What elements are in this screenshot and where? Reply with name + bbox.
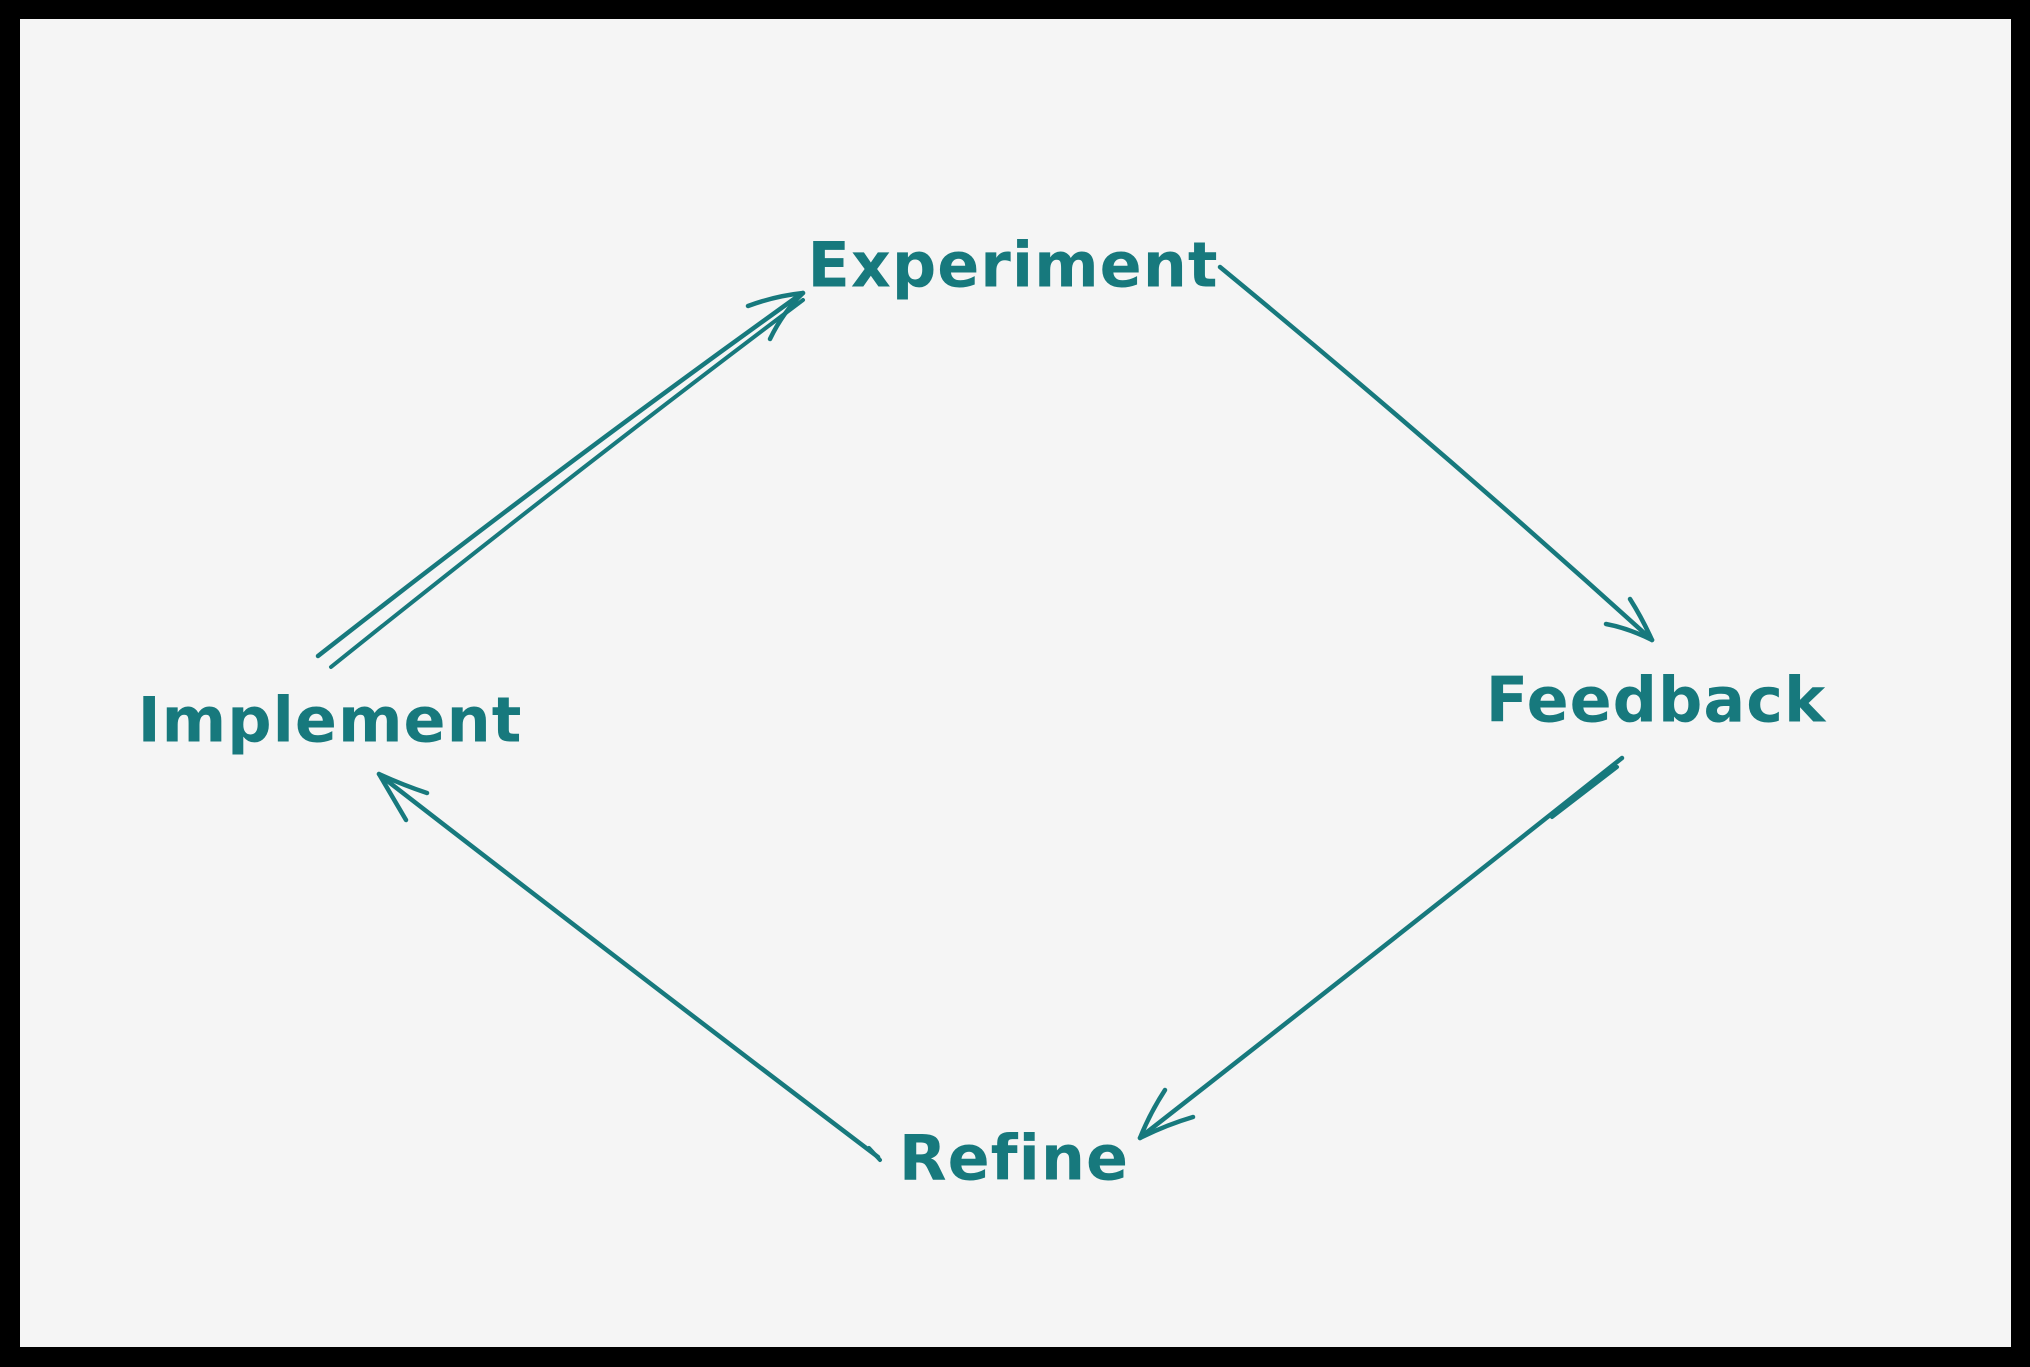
node-label-feedback[interactable]: Feedback: [1485, 663, 1827, 737]
node-label-refine[interactable]: Refine: [898, 1121, 1130, 1195]
node-label-implement[interactable]: Implement: [137, 683, 523, 757]
drawing-canvas[interactable]: [20, 19, 2011, 1347]
node-label-experiment[interactable]: Experiment: [807, 228, 1219, 302]
